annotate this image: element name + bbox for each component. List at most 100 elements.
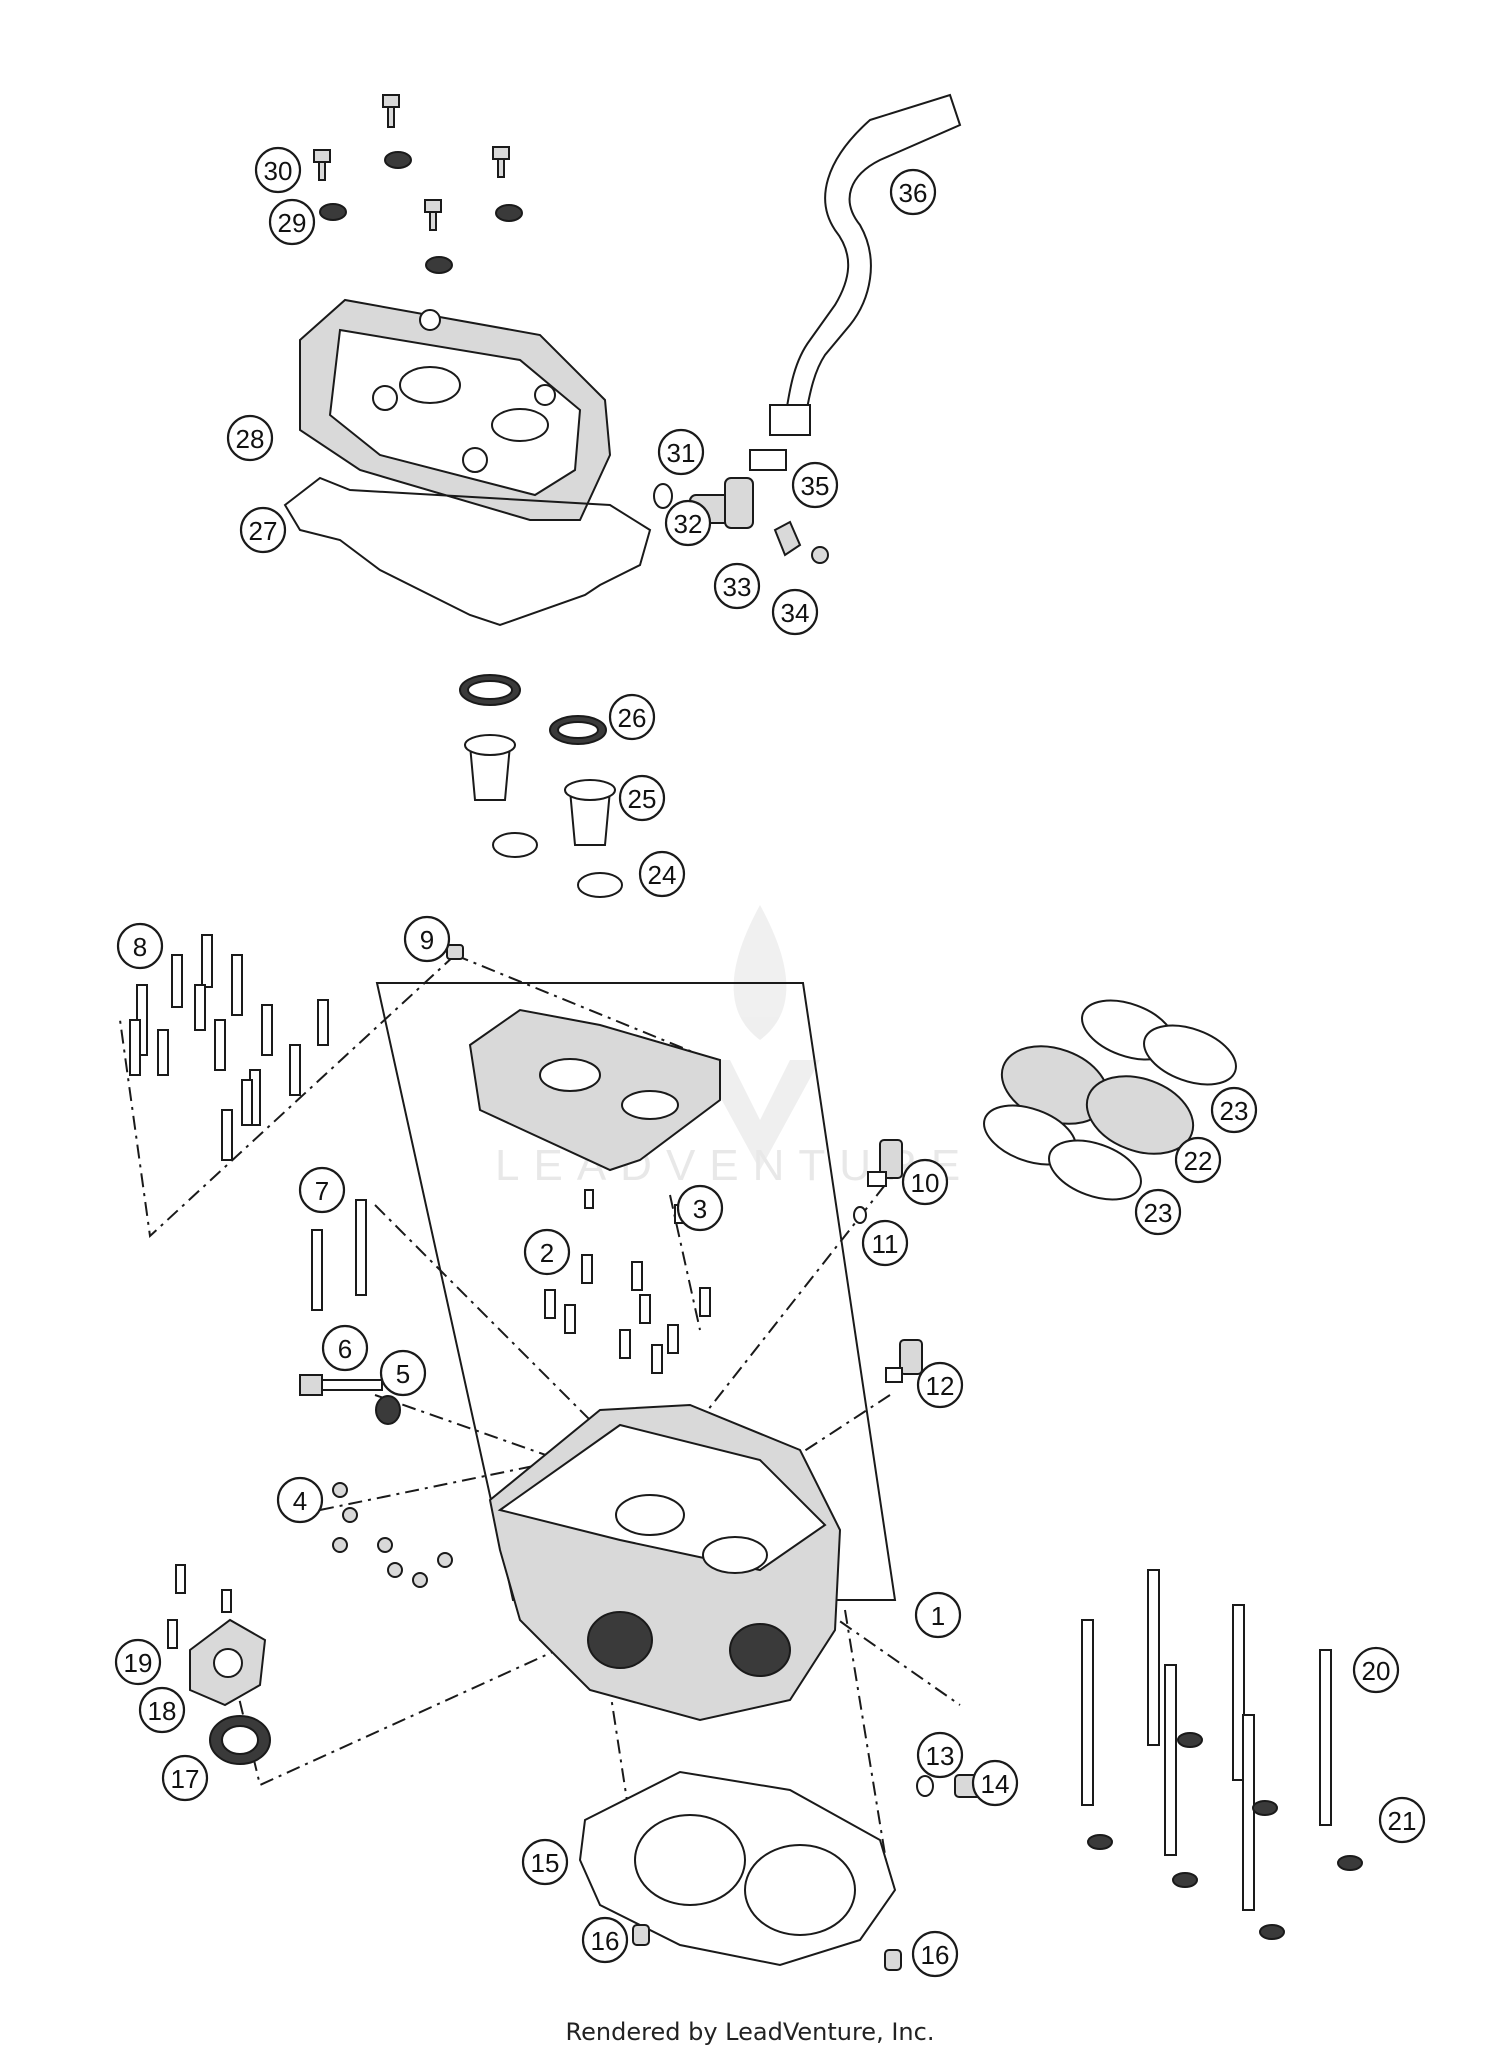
fitting-o-ring: [653, 483, 673, 509]
callout-34: 34: [771, 588, 819, 636]
head-bolts-set-8: [129, 934, 329, 1161]
callout-number: 11: [872, 1229, 899, 1259]
callout-10: 10: [901, 1158, 949, 1206]
callout-14: 14: [971, 1759, 1019, 1807]
callout-1: 1: [914, 1591, 962, 1639]
callout-number: 26: [618, 703, 647, 733]
callout-11: 11: [861, 1219, 909, 1267]
cylinder-head: [488, 1403, 842, 1722]
camshaft-carrier: [468, 1008, 721, 1172]
plug-seal: [916, 1775, 934, 1797]
temperature-sensor-12: [885, 1339, 923, 1383]
callout-22: 22: [1174, 1136, 1222, 1184]
callout-number: 21: [1388, 1806, 1417, 1836]
callout-16: 16: [581, 1916, 629, 1964]
callout-13: 13: [916, 1731, 964, 1779]
callout-number: 10: [911, 1168, 940, 1198]
callout-31: 31: [657, 428, 705, 476]
callout-number: 25: [628, 784, 657, 814]
valve-cover-bolts: [313, 94, 523, 274]
cylinder-head-gasket: [578, 1770, 897, 1967]
callout-number: 16: [921, 1940, 950, 1970]
dowel-pins: [632, 1924, 902, 1971]
callout-number: 32: [674, 509, 703, 539]
callout-26: 26: [608, 693, 656, 741]
valve-cover: [299, 298, 612, 521]
callout-number: 36: [899, 178, 928, 208]
callout-20: 20: [1352, 1646, 1400, 1694]
thermostat-screws: [167, 1564, 232, 1649]
callout-number: 14: [981, 1769, 1010, 1799]
callout-number: 1: [931, 1601, 945, 1631]
callout-23: 23: [1210, 1086, 1258, 1134]
callout-number: 23: [1144, 1198, 1173, 1228]
valve-cover-gasket: [283, 476, 652, 627]
callout-29: 29: [268, 198, 316, 246]
callout-number: 9: [420, 925, 434, 955]
callout-7: 7: [298, 1166, 346, 1214]
callout-3: 3: [676, 1184, 724, 1232]
cap-screw-9: [446, 944, 464, 960]
sealing-washer: [375, 1395, 401, 1425]
callout-number: 30: [264, 156, 293, 186]
callout-number: 15: [531, 1848, 560, 1878]
spark-plug-tube-group: [459, 674, 623, 898]
callout-27: 27: [239, 506, 287, 554]
callout-number: 23: [1220, 1096, 1249, 1126]
temperature-sensor-10: [867, 1139, 903, 1187]
thermostat-cover: [189, 1618, 267, 1707]
callout-4: 4: [276, 1476, 324, 1524]
callout-number: 7: [315, 1176, 329, 1206]
callout-16: 16: [911, 1930, 959, 1978]
callout-6: 6: [321, 1324, 369, 1372]
sensor-o-ring: [853, 1206, 867, 1224]
callout-number: 19: [124, 1648, 153, 1678]
callout-number: 3: [693, 1194, 707, 1224]
callout-number: 4: [293, 1486, 307, 1516]
callout-15: 15: [521, 1838, 569, 1886]
banjo-bolt: [299, 1374, 383, 1396]
callout-number: 20: [1362, 1656, 1391, 1686]
callout-24: 24: [638, 850, 686, 898]
callout-30: 30: [254, 146, 302, 194]
callout-32: 32: [664, 499, 712, 547]
callout-36: 36: [889, 168, 937, 216]
callout-number: 28: [236, 424, 265, 454]
valve-guides: [544, 1189, 711, 1374]
thermostat: [209, 1715, 271, 1765]
callout-35: 35: [791, 461, 839, 509]
callout-number: 8: [133, 932, 147, 962]
callout-number: 31: [667, 438, 696, 468]
callout-number: 22: [1184, 1146, 1213, 1176]
callout-23: 23: [1134, 1188, 1182, 1236]
callout-number: 18: [148, 1696, 177, 1726]
callout-17: 17: [161, 1754, 209, 1802]
callout-number: 13: [926, 1741, 955, 1771]
fitting-bracket: [773, 520, 802, 557]
cylinder-bolt-washers: [1087, 1732, 1363, 1940]
callout-number: 17: [171, 1764, 200, 1794]
callout-number: 2: [540, 1238, 554, 1268]
callout-number: 34: [781, 598, 810, 628]
gasket-bore-right: [744, 1844, 856, 1936]
callout-number: 24: [648, 860, 677, 890]
cylinder-head-assembly-frame: [375, 982, 897, 1601]
gasket-bore-left: [634, 1814, 746, 1906]
callout-number: 6: [338, 1334, 352, 1364]
stud-bolts-7: [311, 1199, 367, 1311]
callout-number: 35: [801, 471, 830, 501]
callout-number: 12: [926, 1371, 955, 1401]
callout-12: 12: [916, 1361, 964, 1409]
callout-21: 21: [1378, 1796, 1426, 1844]
callout-2: 2: [523, 1228, 571, 1276]
hose-clamp: [749, 449, 787, 471]
callout-8: 8: [116, 922, 164, 970]
long-cylinder-bolts: [1081, 1569, 1332, 1911]
callout-5: 5: [379, 1349, 427, 1397]
callout-18: 18: [138, 1686, 186, 1734]
callout-33: 33: [713, 562, 761, 610]
callout-number: 5: [396, 1359, 410, 1389]
render-credit: Rendered by LeadVenture, Inc.: [565, 2018, 935, 2046]
